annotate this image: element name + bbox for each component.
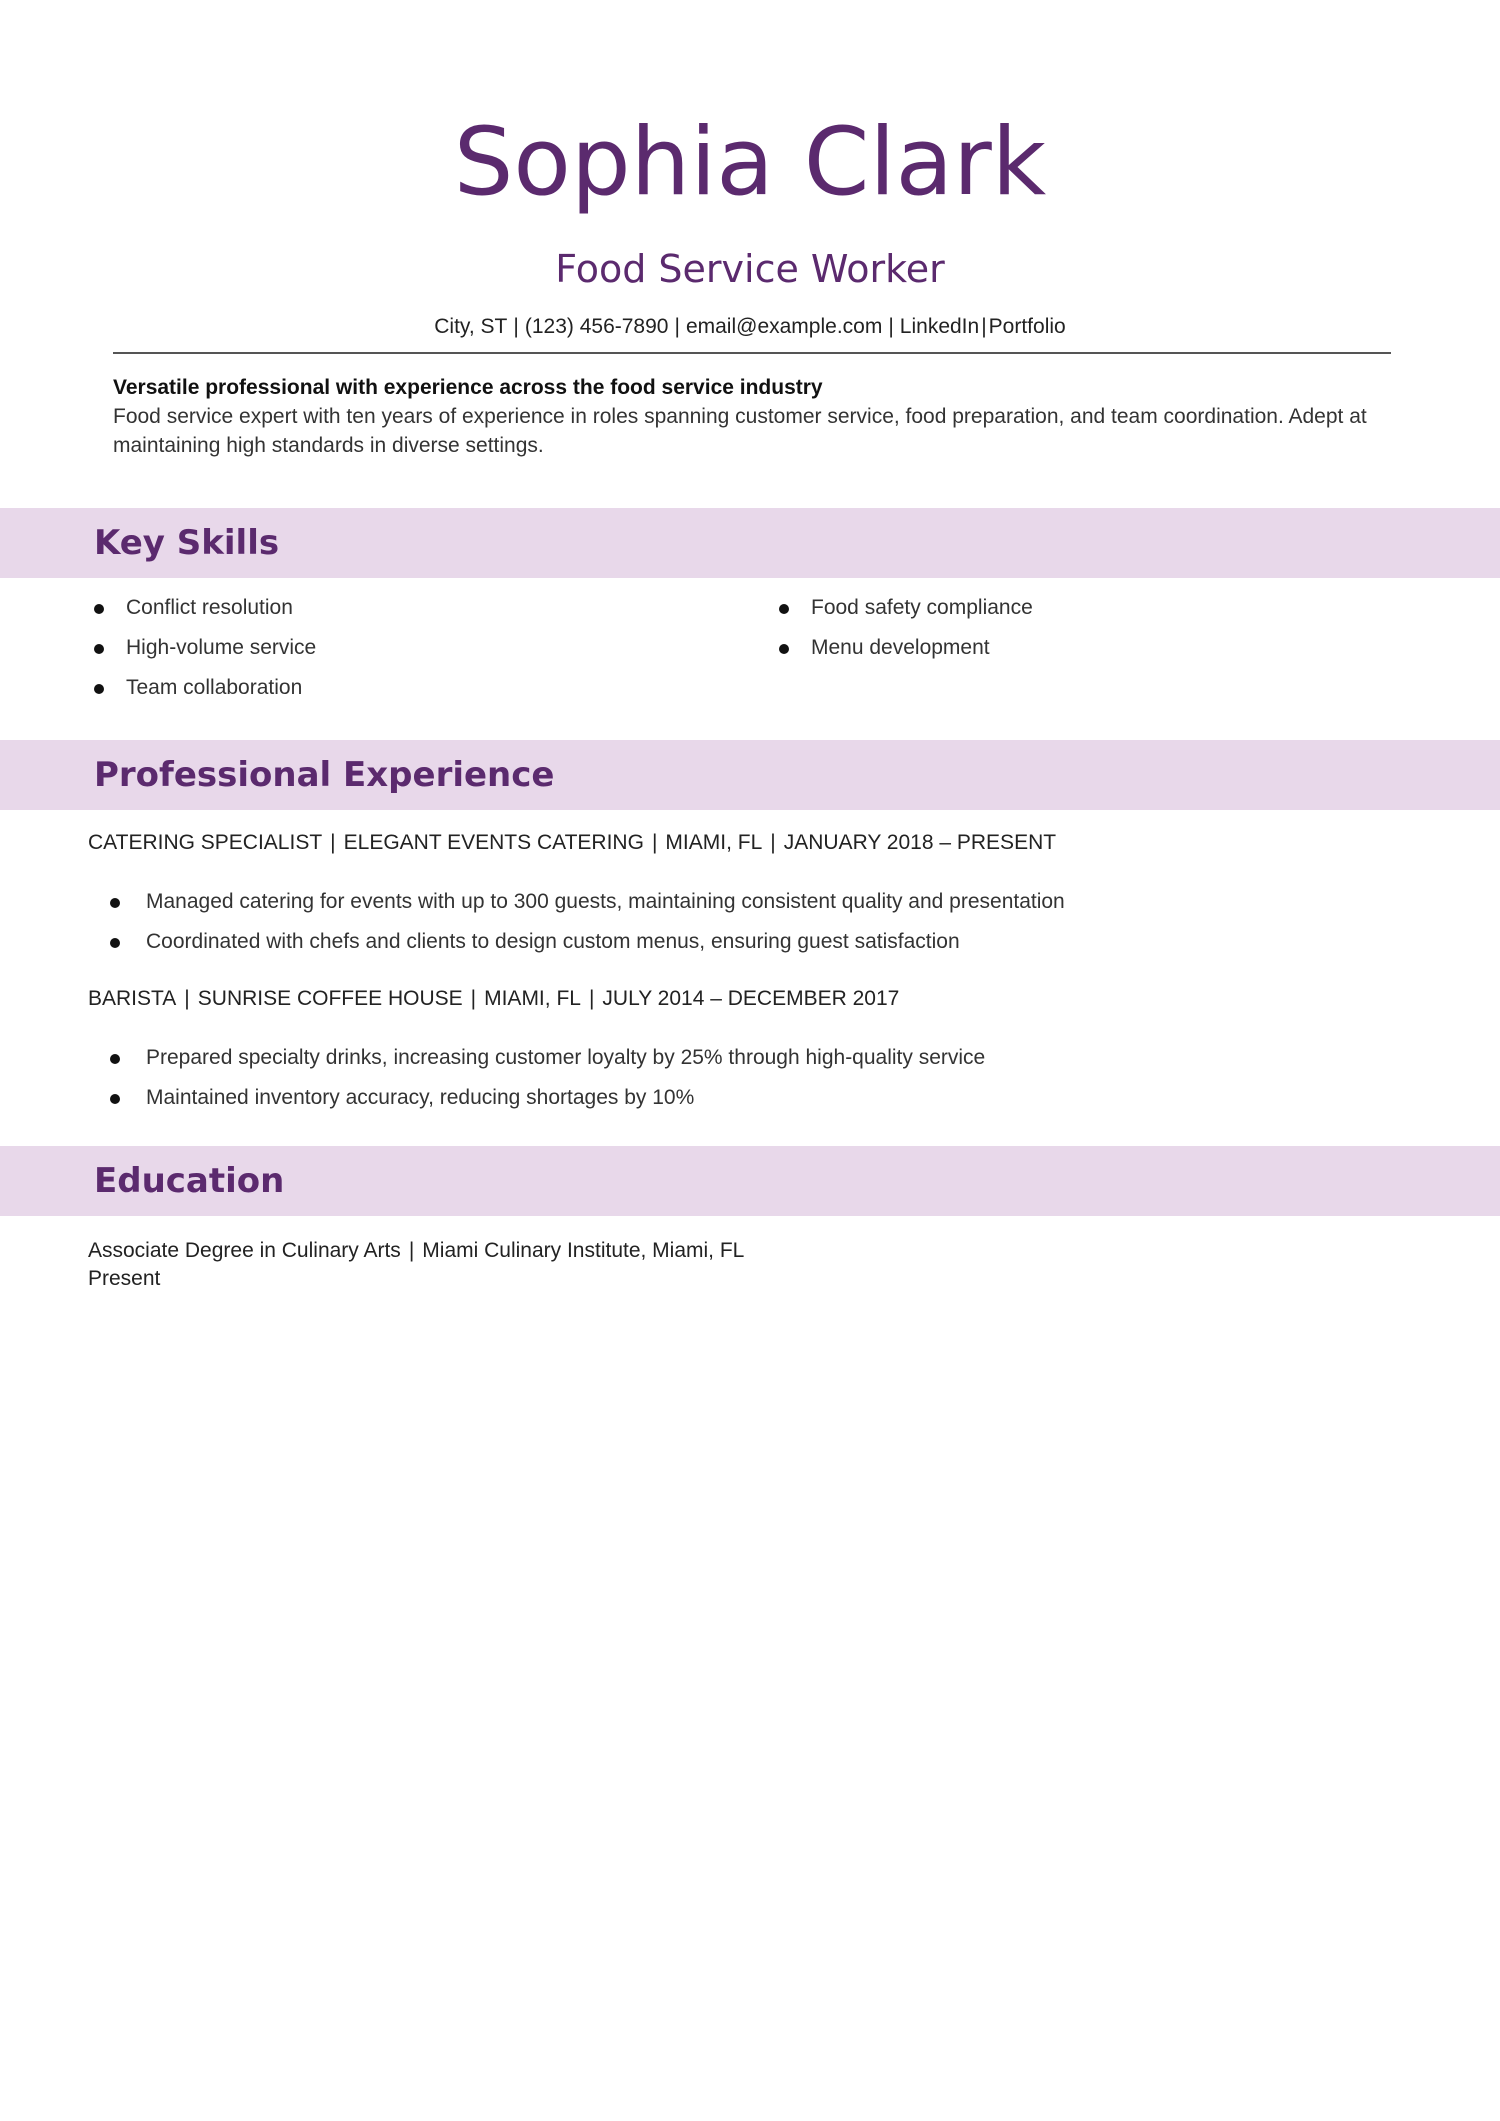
separator: | [184,987,190,1010]
contact-phone[interactable]: (123) 456-7890 [524,315,669,338]
bullet-text: Prepared specialty drinks, increasing cu… [146,1046,986,1069]
bullet-icon [110,1054,120,1064]
education-degree: Associate Degree in Culinary Arts [88,1239,401,1262]
job-2-bullets: Prepared specialty drinks, increasing cu… [110,1045,985,1125]
summary: Versatile professional with experience a… [113,374,1391,460]
bullet-text: Maintained inventory accuracy, reducing … [146,1086,695,1109]
section-title-skills: Key Skills [94,523,280,563]
bullet-icon [94,684,104,694]
education-entry: Associate Degree in Culinary Arts | Miami … [88,1237,744,1293]
separator: | [674,315,680,338]
candidate-name: Sophia Clark [453,108,1047,217]
job-header-2: BARISTA | SUNRISE COFFEE HOUSE | MIAMI, FL | J… [88,986,899,1012]
separator: | [651,831,658,854]
job-location: MIAMI, FL [484,987,581,1010]
education-line: Associate Degree in Culinary Arts | Miami … [88,1237,744,1265]
list-item: Coordinated with chefs and clients to de… [110,929,1065,969]
contact-location: City, ST [434,315,508,338]
list-item: Conflict resolution [94,595,316,635]
bullet-icon [779,644,789,654]
separator: | [888,315,894,338]
bullet-icon [94,604,104,614]
job-header-1: CATERING SPECIALIST | ELEGANT EVENTS CATER… [88,830,1056,856]
list-item: Managed catering for events with up to 3… [110,889,1065,929]
education-section-header: Education [0,1146,1500,1216]
job-title: Food Service Worker [555,247,945,291]
job-dates: JANUARY 2018 – PRESENT [783,831,1057,854]
job-company: ELEGANT EVENTS CATERING [343,831,644,854]
job-dates: JULY 2014 – DECEMBER 2017 [602,987,900,1010]
bullet-icon [110,898,120,908]
job-company: SUNRISE COFFEE HOUSE [197,987,463,1010]
list-item: Menu development [779,635,1033,675]
bullet-icon [110,938,120,948]
summary-body: Food service expert with ten years of ex… [113,405,1367,457]
contact-line: City, ST|(123) 456-7890|email@example.co… [0,314,1500,340]
skills-list-left: Conflict resolution High-volume service … [94,595,316,715]
skills-list-right: Food safety compliance Menu development [779,595,1033,675]
separator: | [408,1239,415,1262]
job-role: CATERING SPECIALIST [88,831,323,854]
contact-email[interactable]: email@example.com [685,315,883,338]
linkedin-link[interactable]: LinkedIn [899,315,980,338]
separator: | [330,831,336,854]
skill-label: Food safety compliance [811,596,1033,619]
education-school: Miami Culinary Institute, Miami, FL [422,1239,745,1262]
experience-section-header: Professional Experience [0,740,1500,810]
separator: | [588,987,595,1010]
skill-label: High-volume service [126,636,317,659]
skill-label: Menu development [811,636,990,659]
skills-section-header: Key Skills [0,508,1500,578]
section-title-education: Education [94,1161,285,1201]
header-divider [113,352,1391,354]
separator: | [513,315,519,338]
skill-label: Team collaboration [126,676,303,699]
separator: | [770,831,776,854]
separator: | [981,315,987,338]
job-role: BARISTA [88,987,177,1010]
bullet-text: Managed catering for events with up to 3… [146,890,1065,913]
skill-label: Conflict resolution [126,596,293,619]
separator: | [470,987,477,1010]
list-item: Food safety compliance [779,595,1033,635]
job-location: MIAMI, FL [665,831,763,854]
bullet-icon [94,644,104,654]
list-item: Prepared specialty drinks, increasing cu… [110,1045,985,1085]
summary-headline: Versatile professional with experience a… [113,376,823,399]
education-status: Present [88,1267,161,1290]
portfolio-link[interactable]: Portfolio [988,315,1066,338]
list-item: Team collaboration [94,675,316,715]
section-title-experience: Professional Experience [94,755,555,795]
job-1-bullets: Managed catering for events with up to 3… [110,889,1065,969]
bullet-icon [779,604,789,614]
list-item: Maintained inventory accuracy, reducing … [110,1085,985,1125]
bullet-icon [110,1094,120,1104]
bullet-text: Coordinated with chefs and clients to de… [146,930,960,953]
list-item: High-volume service [94,635,316,675]
